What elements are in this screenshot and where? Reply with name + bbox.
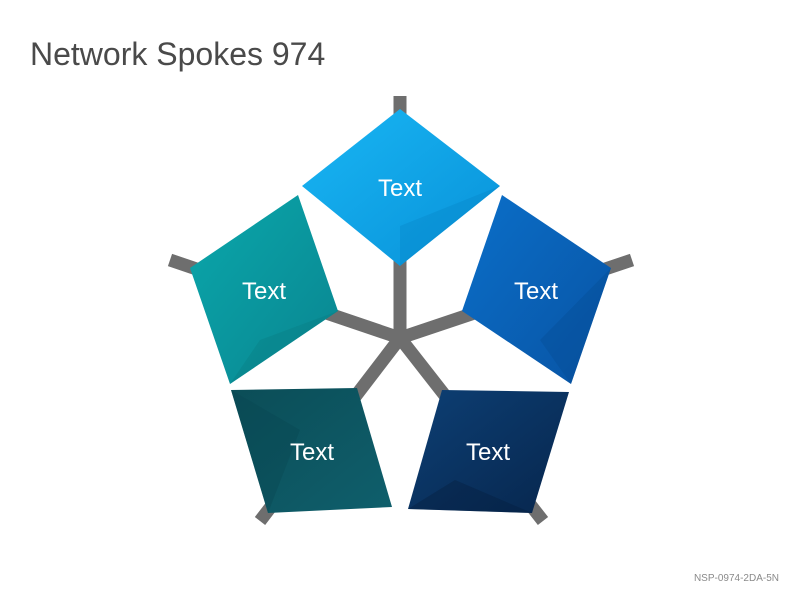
slide-title: Network Spokes 974 bbox=[30, 36, 326, 72]
node-right-label: Text bbox=[514, 278, 558, 305]
footer-code: NSP-0974-2DA-5N bbox=[693, 573, 779, 584]
node-bottom-left[interactable]: Text bbox=[231, 388, 392, 513]
node-left[interactable]: Text bbox=[190, 195, 338, 384]
node-left-label: Text bbox=[242, 278, 286, 305]
node-top[interactable]: Text bbox=[302, 109, 500, 266]
node-top-label: Text bbox=[378, 175, 422, 202]
node-right[interactable]: Text bbox=[462, 195, 611, 384]
node-bottom-right[interactable]: Text bbox=[408, 390, 569, 513]
node-bottom-right-label: Text bbox=[466, 439, 510, 466]
node-bottom-left-label: Text bbox=[290, 439, 334, 466]
